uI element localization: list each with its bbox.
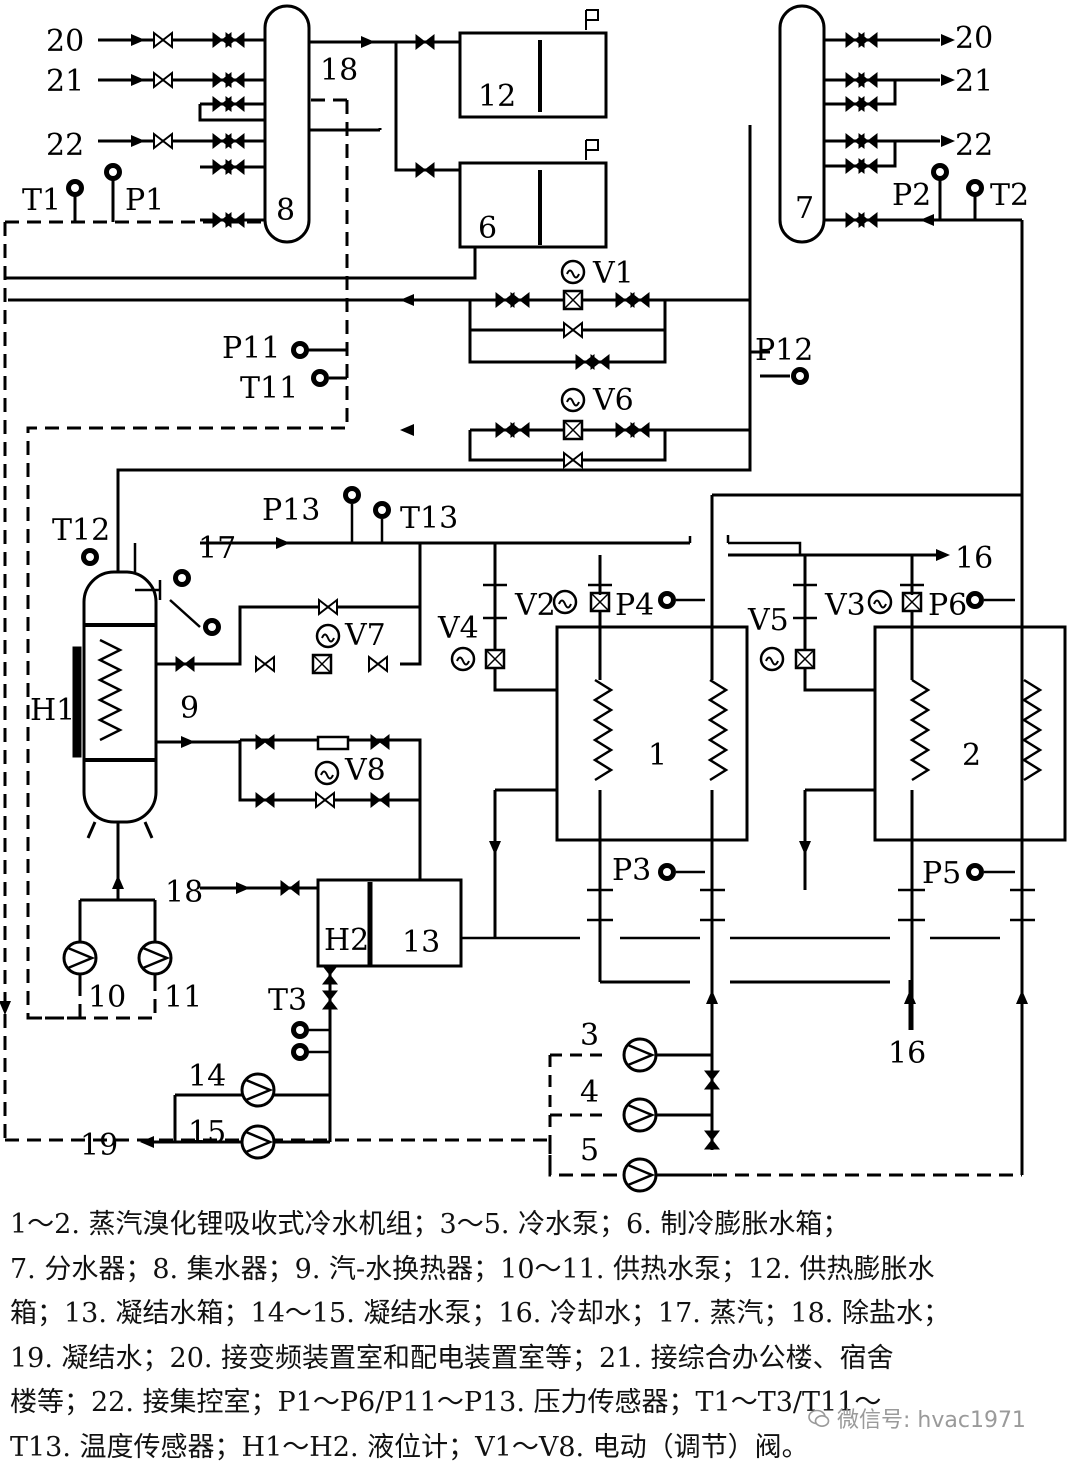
caption-line: T13. 温度传感器；H1～H2. 液位计；V1～V8. 电动（调节）阀。 [10,1431,809,1463]
condensate-tank-13 [316,878,463,968]
label-v4: V4 [437,611,479,646]
label-20-out: 20 [955,21,993,56]
label-19: 19 [80,1128,118,1163]
label-p6: P6 [928,588,967,623]
chiller-unit-2 [873,625,1067,842]
label-p11: P11 [222,331,280,366]
label-h1: H1 [30,693,75,728]
label-unit-1: 1 [648,738,667,773]
watermark: 微信号: hvac1971 [808,1402,1026,1434]
label-16-out: 16 [955,541,993,576]
caption-line: 19. 凝结水；20. 接变频装置室和配电装置室等；21. 接综合办公楼、宿舍 [10,1342,894,1374]
label-p4: P4 [615,588,654,623]
inlet-valves [66,32,984,468]
label-17: 17 [198,531,236,566]
label-21-out: 21 [955,64,993,99]
label-20-in: 20 [46,24,84,59]
label-12: 12 [478,79,516,114]
watermark-text: 微信号: hvac1971 [837,1408,1026,1433]
label-v1: V1 [592,256,634,291]
heating-expansion-tank-12 [458,31,608,119]
label-7: 7 [795,191,814,226]
label-p12: P12 [755,333,813,368]
label-5: 5 [580,1133,599,1168]
label-v2: V2 [514,588,556,623]
caption-line: 1～2. 蒸汽溴化锂吸收式冷水机组；3～5. 冷水泵；6. 制冷膨胀水箱； [10,1209,850,1240]
label-18-bottom: 18 [165,875,203,910]
label-v6: V6 [592,383,634,418]
label-21-in: 21 [46,64,84,99]
label-v5: V5 [747,603,789,638]
label-v7: V7 [344,618,386,653]
label-3: 3 [580,1018,599,1053]
label-p3: P3 [612,853,651,888]
heat-exchanger-9 [82,570,158,824]
distributor-7 [778,4,826,244]
wechat-icon [808,1409,830,1427]
label-22-in: 22 [46,128,84,163]
diagram-labels: 20 21 22 18 12 6 8 20 21 22 7 T1 P1 P2 T… [22,21,1029,1168]
label-9: 9 [180,691,199,726]
label-t3: T3 [268,983,307,1018]
label-10: 10 [88,980,126,1015]
collector-8 [263,4,311,244]
hvac-system-diagram: 20 21 22 18 12 6 8 20 21 22 7 T1 P1 P2 T… [0,4,1067,1193]
label-16-in: 16 [888,1036,926,1071]
label-p1: P1 [125,183,164,218]
label-22-out: 22 [955,128,993,163]
arrows [0,34,955,1015]
equipment-symbols [62,486,1028,1193]
caption-line: 楼等；22. 接集控室；P1～P6/P11～P13. 压力传感器；T1～T3/T… [10,1387,882,1419]
label-p2: P2 [892,178,931,213]
label-v3: V3 [824,588,866,623]
label-4: 4 [580,1075,599,1110]
label-t1: T1 [22,183,61,218]
cooling-expansion-tank-6 [458,161,608,249]
label-6: 6 [478,211,497,246]
label-v8: V8 [344,753,386,788]
label-t2: T2 [990,178,1029,213]
label-unit-2: 2 [962,738,981,773]
label-p5: P5 [922,856,961,891]
label-8: 8 [276,193,295,228]
chiller-unit-1 [555,625,749,842]
label-t12: T12 [52,513,110,548]
label-15: 15 [188,1115,226,1150]
caption-line: 箱；13. 凝结水箱；14～15. 凝结水泵；16. 冷却水；17. 蒸汽；18… [10,1298,950,1330]
label-t13: T13 [400,501,458,536]
label-p13: P13 [262,493,320,528]
label-18-top: 18 [320,53,358,88]
label-h2: H2 [324,923,369,958]
label-11: 11 [164,980,202,1015]
label-14: 14 [188,1059,226,1094]
label-t11: T11 [240,371,298,406]
label-13: 13 [402,925,440,960]
figure-caption: 1～2. 蒸汽溴化锂吸收式冷水机组；3～5. 冷水泵；6. 制冷膨胀水箱； 7.… [10,1203,1070,1471]
caption-line: 7. 分水器；8. 集水器；9. 汽-水换热器；10～11. 供热水泵；12. … [10,1253,935,1285]
